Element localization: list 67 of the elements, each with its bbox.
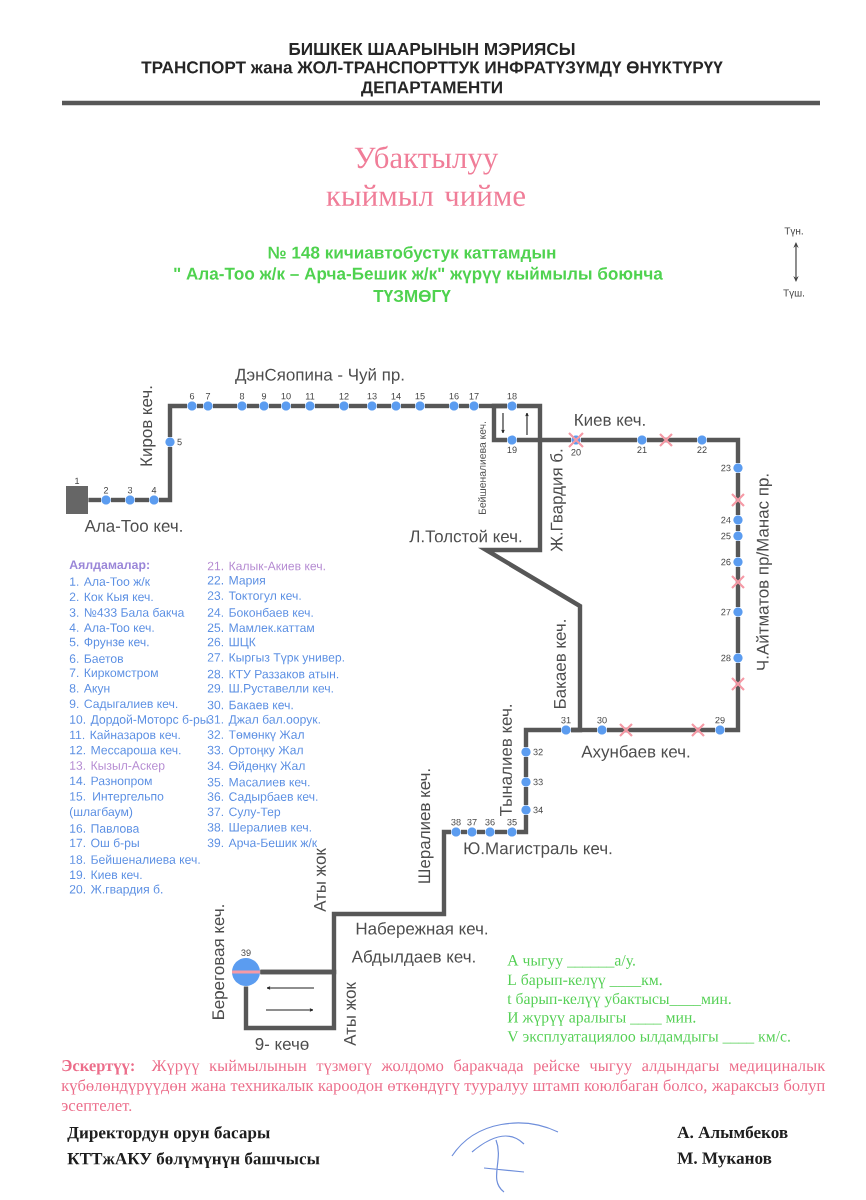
street-label: Абдылдаев кеч. <box>351 950 475 966</box>
street-label: ДэнСяопина - Чуй пр. <box>235 367 404 384</box>
route-line <box>707 437 741 463</box>
route-line <box>725 663 741 733</box>
street-label: Бакаев кеч. <box>554 620 566 709</box>
route-line <box>167 403 187 437</box>
street-label: Ала-Тоо кеч. <box>84 520 182 532</box>
route-line <box>243 969 337 1031</box>
route-line <box>401 403 415 409</box>
route-line <box>269 403 281 409</box>
subtitle-text: ТҮЗМӨГҮ <box>373 289 451 303</box>
route-line <box>461 829 467 835</box>
street-label: Ахунбаев кеч. <box>581 745 690 761</box>
route-line <box>197 403 203 409</box>
note-text: Эскертүү: Жүрүү кыймылынын түзмөгү жолдомо баракчада рейске чыгуу алдындагы медициналык күбөлөндүрүүдөн жана техникалык кароодон өткөндүгү тууралуу штамп коюлбаган болсо, жараксыз болуп эсептелет. <box>61 1059 826 1112</box>
street-label: 9- кечө <box>255 1038 309 1050</box>
street-label: Л.Толстой кеч. <box>409 529 522 543</box>
subtitle-text: " Ала-Тоо ж/к – Арча-Бешик ж/к" жүрүү кыймылы боюнча <box>174 266 663 284</box>
header-text: ДЕПАРТАМЕНТИ <box>361 81 502 97</box>
route-line <box>735 617 741 653</box>
route-line <box>581 437 637 443</box>
street-label: Ч.Айтматов пр/Манас пр. <box>755 474 772 670</box>
route-line <box>135 497 149 503</box>
street-label: Киев кеч. <box>575 414 645 426</box>
signatory-name: А. Алымбеков <box>677 1125 788 1139</box>
route-line <box>159 447 173 503</box>
route-line <box>88 497 101 503</box>
signatory-title: Директордун орун басары <box>67 1126 270 1142</box>
street-label: Шералиев кеч. <box>418 769 434 883</box>
street-label: Аты жок <box>314 848 326 912</box>
route-line <box>491 403 507 443</box>
signatory-name: М. Муканов <box>677 1152 772 1168</box>
route-line <box>647 437 697 443</box>
route-line <box>111 497 125 503</box>
signatory-title: КТТжАКУ бөлүмүнүн башчысы <box>67 1152 320 1168</box>
street-label: Киров кеч. <box>140 386 156 466</box>
route-line <box>315 403 339 409</box>
route-line <box>349 403 367 409</box>
route-line <box>517 815 529 835</box>
route-line <box>523 727 561 747</box>
route-line <box>478 403 583 733</box>
route-line <box>425 403 449 409</box>
route-line <box>517 437 571 443</box>
street-label: Береговая кеч. <box>212 905 228 1019</box>
street-label: Набережная кеч. <box>356 922 488 938</box>
route-line <box>735 473 741 515</box>
header-text: ТРАНСПОРТ жана ЖОЛ-ТРАНСПОРТТУК ИНФРАТҮЗҮМДҮ ӨНҮКТҮРҮҮ <box>141 61 723 77</box>
title: Убактылуу кыймыл чийме <box>326 145 525 207</box>
route-line <box>459 403 469 409</box>
street-label: Ж.Гвардия б. <box>550 449 566 552</box>
route-line <box>735 567 741 607</box>
route-line <box>523 757 529 777</box>
route-line <box>213 403 237 409</box>
route-line <box>291 403 305 409</box>
route-line <box>735 525 741 531</box>
route-line <box>495 829 507 835</box>
route-line <box>247 403 259 409</box>
street-label: Аты жок <box>344 982 356 1046</box>
route-line <box>477 829 485 835</box>
route-line <box>735 541 741 557</box>
route-line <box>523 787 529 805</box>
subtitle-text: № 148 кичиавтобустук каттамдын <box>268 245 556 263</box>
street-label: Ю.Магистраль кеч. <box>464 842 612 858</box>
route-line <box>377 403 391 409</box>
street-label: Тыналиев кеч. <box>500 705 512 817</box>
header-text: БИШКЕК ШААРЫНЫН МЭРИЯСЫ <box>289 42 575 56</box>
route-line <box>607 727 715 733</box>
